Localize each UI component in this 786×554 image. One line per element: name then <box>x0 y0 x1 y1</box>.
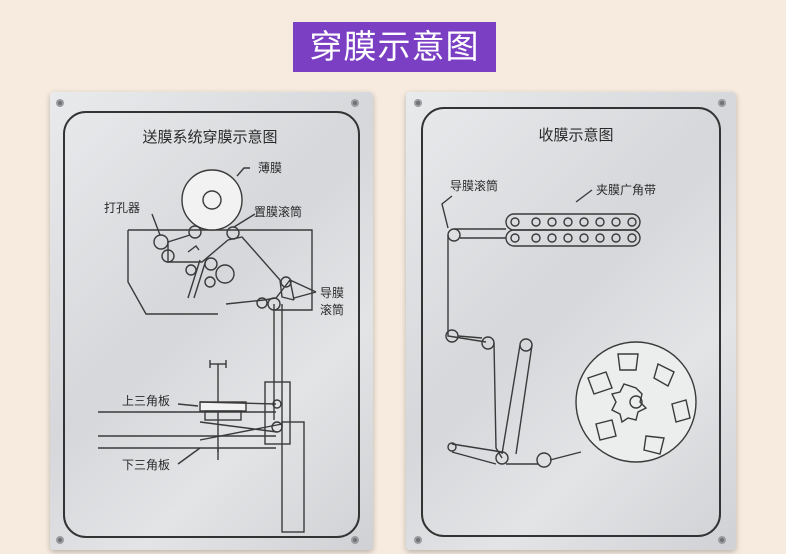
left-panel-title: 送膜系统穿膜示意图 <box>142 128 277 146</box>
guide-roller-label: 导膜滚筒 <box>450 178 498 193</box>
film-diagonal <box>199 421 278 433</box>
film-label: 薄膜 <box>258 160 282 175</box>
leader-line <box>289 279 317 299</box>
roller <box>447 442 457 452</box>
leader-line <box>236 167 250 177</box>
left-plate: 送膜系统穿膜示意图 <box>50 92 373 550</box>
film-path <box>457 335 483 339</box>
film-reel <box>181 169 243 231</box>
guide-roller-label-line1: 导膜 <box>320 286 344 300</box>
plate-frame <box>63 111 360 538</box>
dancer-arm <box>187 259 201 299</box>
leader-line <box>233 213 256 228</box>
placing-roller-label: 置膜滚筒 <box>254 204 302 219</box>
punch-label: 打孔器 <box>104 201 140 215</box>
support-column <box>264 381 291 445</box>
roller <box>188 225 202 239</box>
screw-icon <box>351 99 359 107</box>
screw-icon <box>718 536 726 544</box>
feeding-diagram: 送膜系统穿膜示意图 <box>56 99 360 544</box>
upper-triangle-label: 上三角板 <box>122 394 170 408</box>
leader-line <box>177 403 199 407</box>
guide-roller <box>256 297 268 309</box>
film-path-lower <box>225 278 295 305</box>
placing-roller <box>226 226 240 240</box>
machine-body-lower <box>127 230 218 315</box>
film-path <box>493 342 503 459</box>
belt-pulleys <box>510 217 637 243</box>
screw-icon <box>718 99 726 107</box>
clamp-belt-label: 夹膜广角带 <box>596 183 656 197</box>
film-path <box>501 344 533 455</box>
screw-icon <box>414 99 422 107</box>
punch-roller <box>153 234 169 250</box>
film-path <box>447 235 487 343</box>
roller <box>204 276 216 288</box>
right-panel-title: 收膜示意图 <box>538 126 613 144</box>
leader-line <box>177 447 201 465</box>
page-title: 穿膜示意图 <box>293 22 496 72</box>
film-reel-hub <box>202 190 222 210</box>
guide-roller-label-line2: 滚筒 <box>320 302 344 317</box>
screw-icon <box>56 99 64 107</box>
board-spacer <box>204 410 242 421</box>
roller <box>536 452 552 468</box>
roller <box>271 421 283 433</box>
roller <box>204 257 218 271</box>
screw-icon <box>414 536 422 544</box>
frame-post <box>281 421 305 533</box>
dancer-arm <box>193 259 207 299</box>
lower-triangle-label: 下三角板 <box>122 458 170 472</box>
roller <box>481 336 495 350</box>
roller <box>185 264 197 276</box>
leader-line <box>441 195 453 229</box>
film-path <box>506 451 582 465</box>
screw-icon <box>56 536 64 544</box>
upper-film-line <box>199 401 277 405</box>
right-plate: 收膜示意图 导膜滚筒 夹膜广角带 <box>406 92 736 550</box>
roller <box>519 338 533 352</box>
pointer-arrow <box>187 245 200 253</box>
film-path <box>451 443 503 465</box>
machine-body <box>128 229 313 311</box>
leader-line <box>575 189 593 203</box>
reel-windows <box>587 353 691 455</box>
leader-line <box>151 213 161 236</box>
reel-hub <box>629 395 643 409</box>
guide-roller <box>447 228 461 242</box>
receiving-diagram: 收膜示意图 导膜滚筒 夹膜广角带 <box>414 99 726 544</box>
film-diagonal <box>199 423 283 441</box>
roller <box>215 264 235 284</box>
film-path <box>454 228 506 239</box>
screw-icon <box>351 536 359 544</box>
plate-frame <box>421 107 721 537</box>
